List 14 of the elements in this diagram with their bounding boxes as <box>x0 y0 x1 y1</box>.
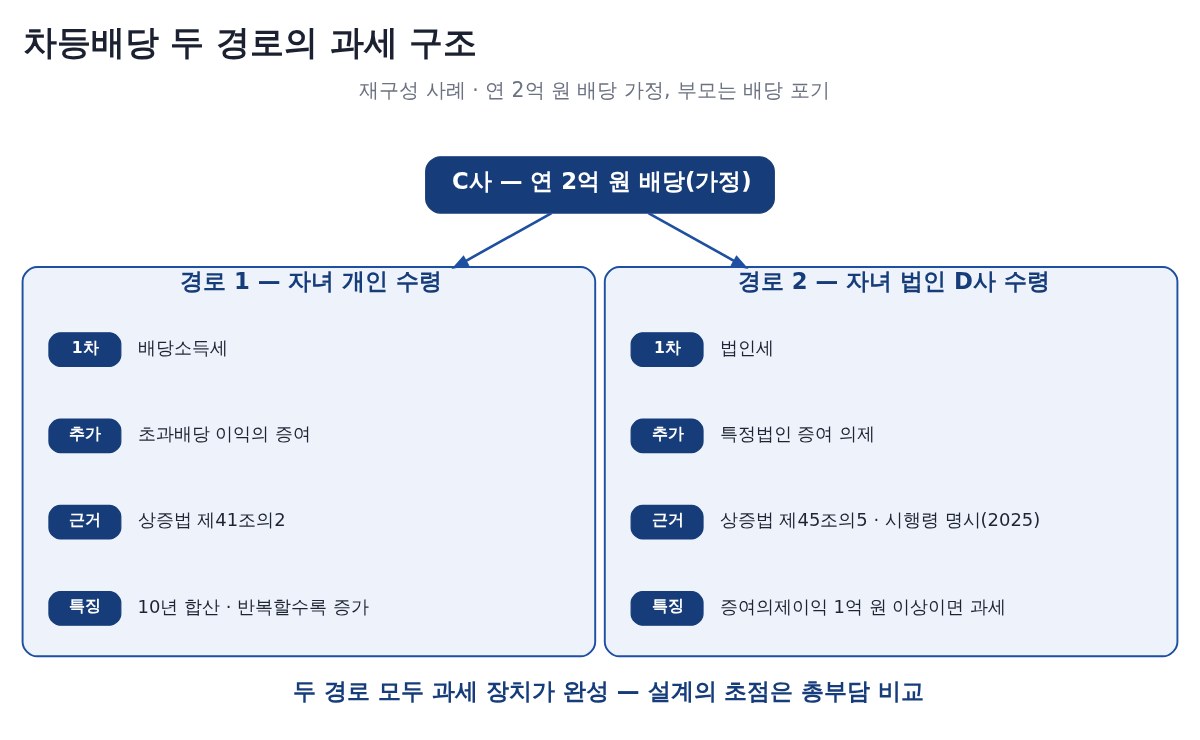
arrow <box>647 211 749 269</box>
node-label: 특정법인 증여 의제 <box>719 423 876 445</box>
node-label: 상증법 제45조의5 · 시행령 명시(2025) <box>719 509 1041 531</box>
node-label: 법인세 <box>719 336 774 358</box>
node-label: 증여의제이익 1억 원 이상이면 과세 <box>719 595 1007 617</box>
label: 재구성 사례 · 연 2억 원 배당 가정, 부모는 배당 포기 <box>359 77 830 102</box>
caption: 두 경로 모두 과세 장치가 완성 — 설계의 초점은 총부담 비교 <box>293 678 925 705</box>
diagram-title: 차등배당 두 경로의 과세 구조 <box>22 23 478 63</box>
node-label: 초과배당 이익의 증여 <box>137 423 312 445</box>
node-label: 10년 합산 · 반복할수록 증가 <box>137 595 369 617</box>
arrow <box>451 211 553 269</box>
node-label: 상증법 제41조의2 <box>137 509 286 531</box>
node-box: C사 — 연 2억 원 배당(가정) <box>425 156 775 214</box>
node-label: 배당소득세 <box>137 336 228 358</box>
